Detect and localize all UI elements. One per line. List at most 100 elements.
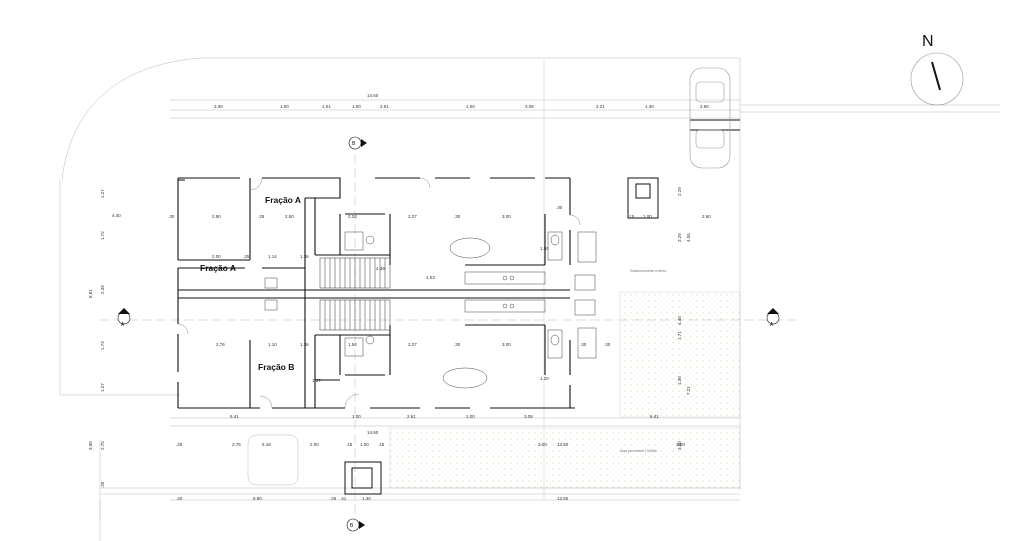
svg-text:1.20: 1.20 bbox=[540, 376, 549, 381]
svg-text:2.75: 2.75 bbox=[100, 441, 105, 450]
svg-text:6.41: 6.41 bbox=[650, 414, 659, 419]
svg-text:B: B bbox=[352, 141, 356, 147]
svg-text:1.72: 1.72 bbox=[100, 231, 105, 240]
section-marker-a-left: A bbox=[117, 308, 131, 328]
svg-text:1.00: 1.00 bbox=[352, 414, 361, 419]
svg-text:1.10: 1.10 bbox=[268, 342, 277, 347]
svg-text:3.08: 3.08 bbox=[525, 104, 534, 109]
svg-text:1.03: 1.03 bbox=[426, 275, 435, 280]
svg-text:7.21: 7.21 bbox=[686, 386, 691, 395]
svg-text:6.80: 6.80 bbox=[253, 496, 262, 501]
svg-text:1.01: 1.01 bbox=[322, 104, 331, 109]
svg-text:.15: .15 bbox=[378, 442, 385, 447]
svg-text:1.30: 1.30 bbox=[645, 104, 654, 109]
svg-text:2.24: 2.24 bbox=[348, 214, 357, 219]
section-marker-a-right: A bbox=[766, 308, 780, 328]
svg-text:2.27: 2.27 bbox=[408, 214, 417, 219]
north-arrow: N bbox=[910, 33, 964, 106]
svg-text:1.00: 1.00 bbox=[352, 104, 361, 109]
svg-text:14.60: 14.60 bbox=[367, 93, 379, 98]
svg-text:1.30: 1.30 bbox=[362, 496, 371, 501]
svg-text:1.27: 1.27 bbox=[100, 189, 105, 198]
svg-text:.25: .25 bbox=[243, 254, 250, 259]
svg-text:4.40: 4.40 bbox=[677, 316, 682, 325]
svg-text:4.40: 4.40 bbox=[112, 213, 121, 218]
svg-text:2.61: 2.61 bbox=[407, 414, 416, 419]
svg-text:1.73: 1.73 bbox=[100, 341, 105, 350]
car-icon bbox=[689, 67, 731, 169]
svg-text:6.18: 6.18 bbox=[262, 442, 271, 447]
svg-text:13.50: 13.50 bbox=[557, 496, 569, 501]
svg-text:3.30: 3.30 bbox=[214, 104, 223, 109]
svg-text:.41: .41 bbox=[340, 496, 347, 501]
svg-text:2.00: 2.00 bbox=[310, 442, 319, 447]
svg-text:.25: .25 bbox=[258, 214, 265, 219]
svg-text:.30: .30 bbox=[454, 342, 461, 347]
svg-text:3.08: 3.08 bbox=[524, 414, 533, 419]
svg-text:.15: .15 bbox=[628, 214, 635, 219]
svg-text:.30: .30 bbox=[604, 342, 611, 347]
svg-text:2.50: 2.50 bbox=[285, 214, 294, 219]
svg-text:A: A bbox=[770, 322, 774, 328]
svg-text:2.39: 2.39 bbox=[100, 285, 105, 294]
svg-text:1.00: 1.00 bbox=[280, 104, 289, 109]
svg-text:.15: .15 bbox=[346, 442, 353, 447]
svg-text:1.37: 1.37 bbox=[312, 378, 321, 383]
svg-text:2.60: 2.60 bbox=[702, 214, 711, 219]
room-label-fracao-a-left: Fração A bbox=[200, 263, 236, 273]
svg-text:1.36: 1.36 bbox=[300, 342, 309, 347]
north-label: N bbox=[922, 33, 934, 50]
svg-text:A: A bbox=[121, 322, 125, 328]
section-marker-b-top: B bbox=[348, 136, 367, 150]
doors bbox=[177, 177, 581, 409]
svg-text:1.30: 1.30 bbox=[677, 376, 682, 385]
svg-text:1.50: 1.50 bbox=[540, 246, 549, 251]
right-dimensions: 2.29 2.29 4.55 1.71 4.40 1.30 7.21 3.00 bbox=[677, 187, 691, 450]
svg-text:1.00: 1.00 bbox=[466, 104, 475, 109]
garden-area-right bbox=[619, 291, 741, 418]
svg-text:14.60: 14.60 bbox=[367, 430, 379, 435]
svg-text:2.27: 2.27 bbox=[408, 342, 417, 347]
bottom-dimensions: 6.41 1.00 2.61 1.00 3.08 6.41 14.60 .25 … bbox=[176, 414, 685, 501]
svg-text:2.29: 2.29 bbox=[677, 233, 682, 242]
building-walls bbox=[177, 177, 575, 409]
svg-text:4.39: 4.39 bbox=[376, 266, 385, 271]
note-permeable: Área permeável 13.50m² bbox=[620, 449, 658, 453]
svg-text:3.00: 3.00 bbox=[502, 342, 511, 347]
svg-text:1.27: 1.27 bbox=[100, 383, 105, 392]
svg-text:2.90: 2.90 bbox=[212, 214, 221, 219]
stairs bbox=[319, 257, 391, 331]
svg-text:.30: .30 bbox=[580, 342, 587, 347]
svg-text:1.00: 1.00 bbox=[643, 214, 652, 219]
left-dimensions: 1.27 1.72 2.39 8.81 1.73 1.27 2.75 3.00 … bbox=[88, 189, 105, 488]
car-bottom-icon bbox=[247, 434, 299, 486]
svg-text:.20: .20 bbox=[176, 496, 183, 501]
svg-text:.25: .25 bbox=[176, 442, 183, 447]
svg-text:1.00: 1.00 bbox=[466, 414, 475, 419]
svg-text:B: B bbox=[350, 523, 354, 529]
svg-text:13.50: 13.50 bbox=[557, 442, 569, 447]
svg-text:2.75: 2.75 bbox=[232, 442, 241, 447]
svg-text:1.54: 1.54 bbox=[348, 342, 357, 347]
svg-text:1.14: 1.14 bbox=[268, 254, 277, 259]
fixtures bbox=[264, 231, 597, 389]
garden-area-bottom bbox=[389, 427, 741, 489]
inner-dimensions: .30 2.90 .25 2.50 2.24 2.27 .30 3.00 .30… bbox=[168, 205, 711, 383]
section-marker-b-bottom: B bbox=[346, 518, 365, 532]
svg-text:2.21: 2.21 bbox=[596, 104, 605, 109]
svg-text:2.29: 2.29 bbox=[677, 187, 682, 196]
svg-text:3.00: 3.00 bbox=[538, 442, 547, 447]
svg-text:2.61: 2.61 bbox=[380, 104, 389, 109]
svg-text:.30: .30 bbox=[556, 205, 563, 210]
external-structures bbox=[344, 119, 740, 495]
svg-text:.25: .25 bbox=[100, 481, 105, 488]
top-dimensions: 14.60 3.30 1.00 1.01 1.00 2.61 1.00 3.08… bbox=[112, 93, 709, 218]
svg-text:3.00: 3.00 bbox=[676, 442, 685, 447]
svg-text:3.00: 3.00 bbox=[502, 214, 511, 219]
svg-text:1.71: 1.71 bbox=[677, 331, 682, 340]
svg-text:4.55: 4.55 bbox=[686, 233, 691, 242]
svg-text:.25: .25 bbox=[330, 496, 337, 501]
svg-text:6.41: 6.41 bbox=[230, 414, 239, 419]
svg-text:8.81: 8.81 bbox=[88, 289, 93, 298]
